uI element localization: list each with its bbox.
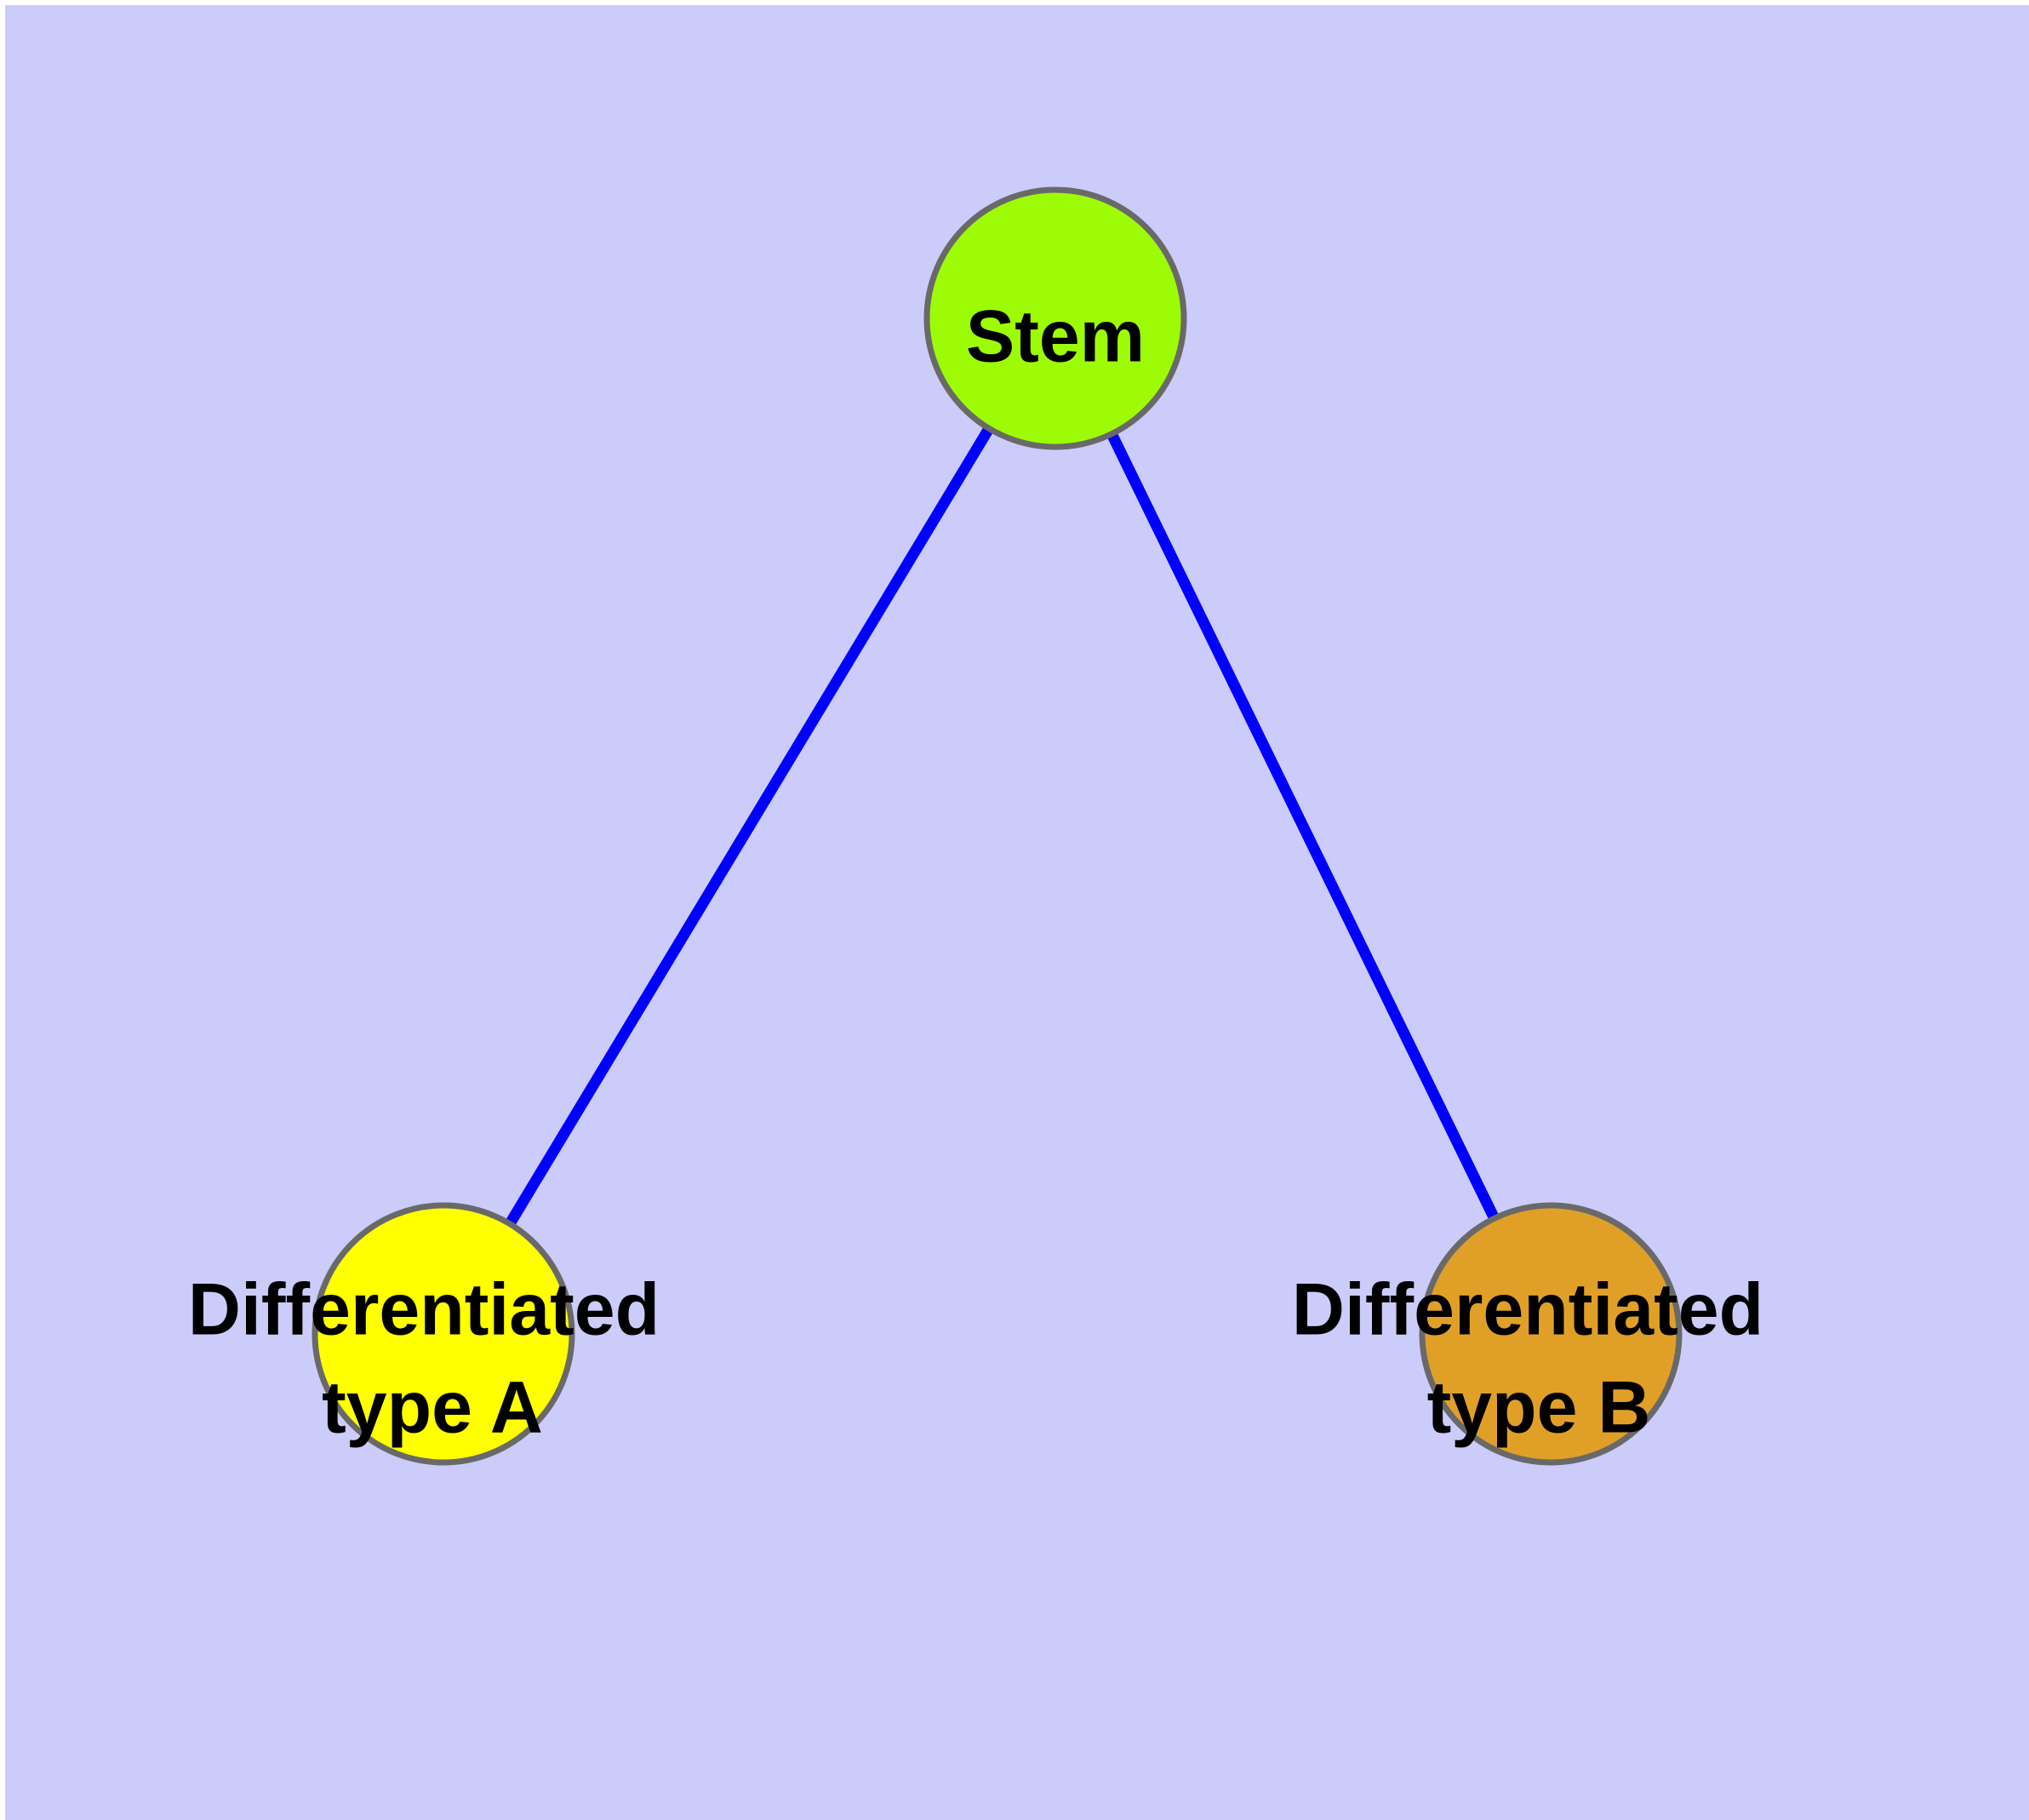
label-layer: Stem Differentiated type A Differentiate… — [188, 296, 1763, 1449]
edge-stem-to-differentiated-type-a[interactable] — [506, 426, 993, 1226]
edge-layer — [506, 426, 1499, 1226]
node-stem[interactable] — [923, 186, 1187, 450]
node-label-differentiated-type-a-line1: Differentiated — [188, 1269, 660, 1351]
node-label-differentiated-type-b-line1: Differentiated — [1292, 1269, 1763, 1351]
node-label-differentiated-type-a-line2: type A — [322, 1367, 543, 1449]
node-label-stem: Stem — [966, 296, 1145, 378]
node-differentiated-type-b[interactable] — [1419, 1202, 1683, 1466]
edge-stem-to-differentiated-type-b[interactable] — [1107, 432, 1499, 1220]
node-label-differentiated-type-b-line2: type B — [1427, 1367, 1651, 1449]
node-layer — [311, 186, 1683, 1466]
node-differentiated-type-a[interactable] — [311, 1202, 575, 1466]
